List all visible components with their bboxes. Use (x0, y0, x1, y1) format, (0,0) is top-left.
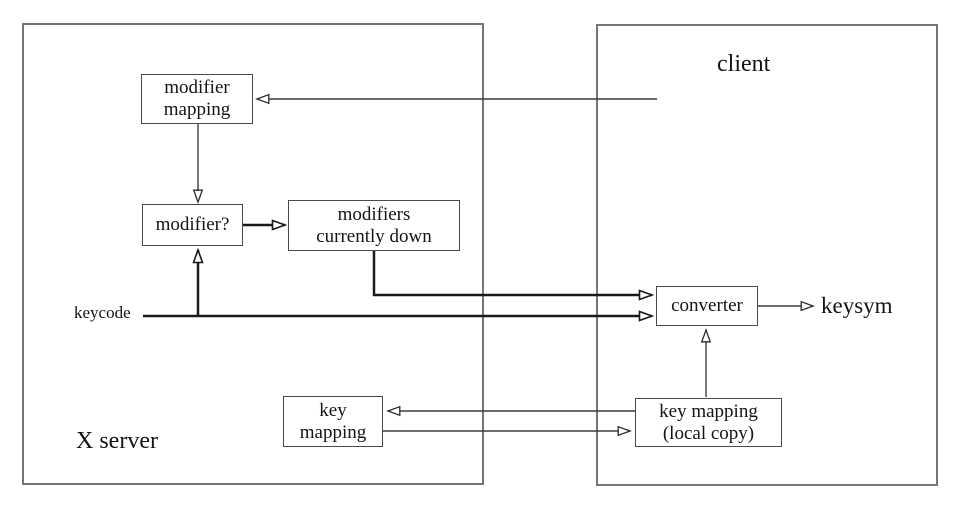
client-container (596, 24, 938, 486)
edge-modifiers-down-to-converter (372, 251, 655, 301)
keycode-label: keycode (74, 303, 131, 322)
converter-box: converter (656, 286, 758, 326)
keysym-label: keysym (821, 293, 893, 318)
modifiers-currently-down-box: modifiers currently down (288, 200, 460, 251)
key-mapping-box: key mapping (283, 396, 383, 447)
modifier-mapping-box: modifier mapping (141, 74, 253, 124)
x-server-label: X server (76, 428, 158, 454)
x-server-container (22, 23, 484, 485)
key-mapping-local-copy-box: key mapping (local copy) (635, 398, 782, 447)
client-label: client (717, 51, 771, 77)
modifier-check-box: modifier? (142, 204, 243, 246)
